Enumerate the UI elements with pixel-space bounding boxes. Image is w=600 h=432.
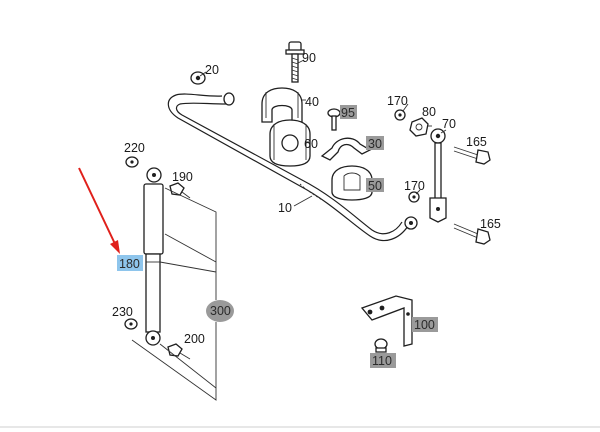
- callout-220[interactable]: 220: [124, 141, 145, 155]
- callout-230[interactable]: 230: [112, 305, 133, 319]
- callout-180-highlight: [117, 255, 143, 271]
- callout-200[interactable]: 200: [184, 332, 205, 346]
- washer-230[interactable]: [124, 318, 138, 330]
- bolt-190[interactable]: [169, 182, 191, 199]
- callout-110-bg: [370, 353, 396, 368]
- callout-40[interactable]: 40: [305, 95, 319, 109]
- callout-20[interactable]: 20: [205, 63, 219, 77]
- washer-220[interactable]: [125, 156, 139, 168]
- callout-10[interactable]: 10: [278, 201, 292, 215]
- callout-170-top[interactable]: 170: [387, 94, 408, 108]
- washer-170-lower[interactable]: [408, 191, 420, 203]
- callout-95-bg: [340, 105, 357, 119]
- callout-90[interactable]: 90: [302, 51, 316, 65]
- callout-30-bg: [366, 136, 384, 150]
- red-arrow: [78, 167, 120, 254]
- washer-170-top[interactable]: [394, 109, 406, 121]
- bracket-100[interactable]: [360, 295, 413, 347]
- callout-170-lower[interactable]: 170: [404, 179, 425, 193]
- callout-100[interactable]: 100: [414, 318, 435, 332]
- callout-70[interactable]: 70: [442, 117, 456, 131]
- leader-lines: [199, 59, 447, 207]
- callout-50[interactable]: 50: [368, 179, 382, 193]
- callout-110[interactable]: 110: [372, 354, 392, 368]
- bolt-165-upper[interactable]: [453, 146, 491, 165]
- callout-180[interactable]: 180: [119, 257, 140, 271]
- bushing-40[interactable]: [261, 87, 303, 123]
- callout-80[interactable]: 80: [422, 105, 436, 119]
- bolt-90[interactable]: [285, 41, 305, 83]
- callout-100-bg: [412, 317, 438, 332]
- callout-60[interactable]: 60: [304, 137, 318, 151]
- callout-30[interactable]: 30: [368, 137, 382, 151]
- callout-165-upper[interactable]: 165: [466, 135, 487, 149]
- callout-95[interactable]: 95: [341, 106, 355, 120]
- callout-300[interactable]: 300: [210, 304, 231, 318]
- shock-absorber-180[interactable]: [143, 167, 164, 346]
- bolt-200[interactable]: [167, 343, 191, 360]
- bolt-165-lower[interactable]: [453, 223, 491, 245]
- screw-95[interactable]: [327, 108, 341, 131]
- callout-50-bg: [366, 178, 384, 192]
- callout-190[interactable]: 190: [172, 170, 193, 184]
- connecting-link-70[interactable]: [429, 128, 447, 223]
- clamp-30[interactable]: [320, 137, 372, 161]
- bushing-60[interactable]: [269, 119, 311, 167]
- nut-80[interactable]: [409, 117, 429, 137]
- assembly-lines-300: [131, 187, 217, 401]
- callout-300-bg: [206, 300, 234, 322]
- bolt-110[interactable]: [374, 338, 388, 353]
- callout-165-lower[interactable]: 165: [480, 217, 501, 231]
- stabilizer-bar[interactable]: [167, 92, 418, 241]
